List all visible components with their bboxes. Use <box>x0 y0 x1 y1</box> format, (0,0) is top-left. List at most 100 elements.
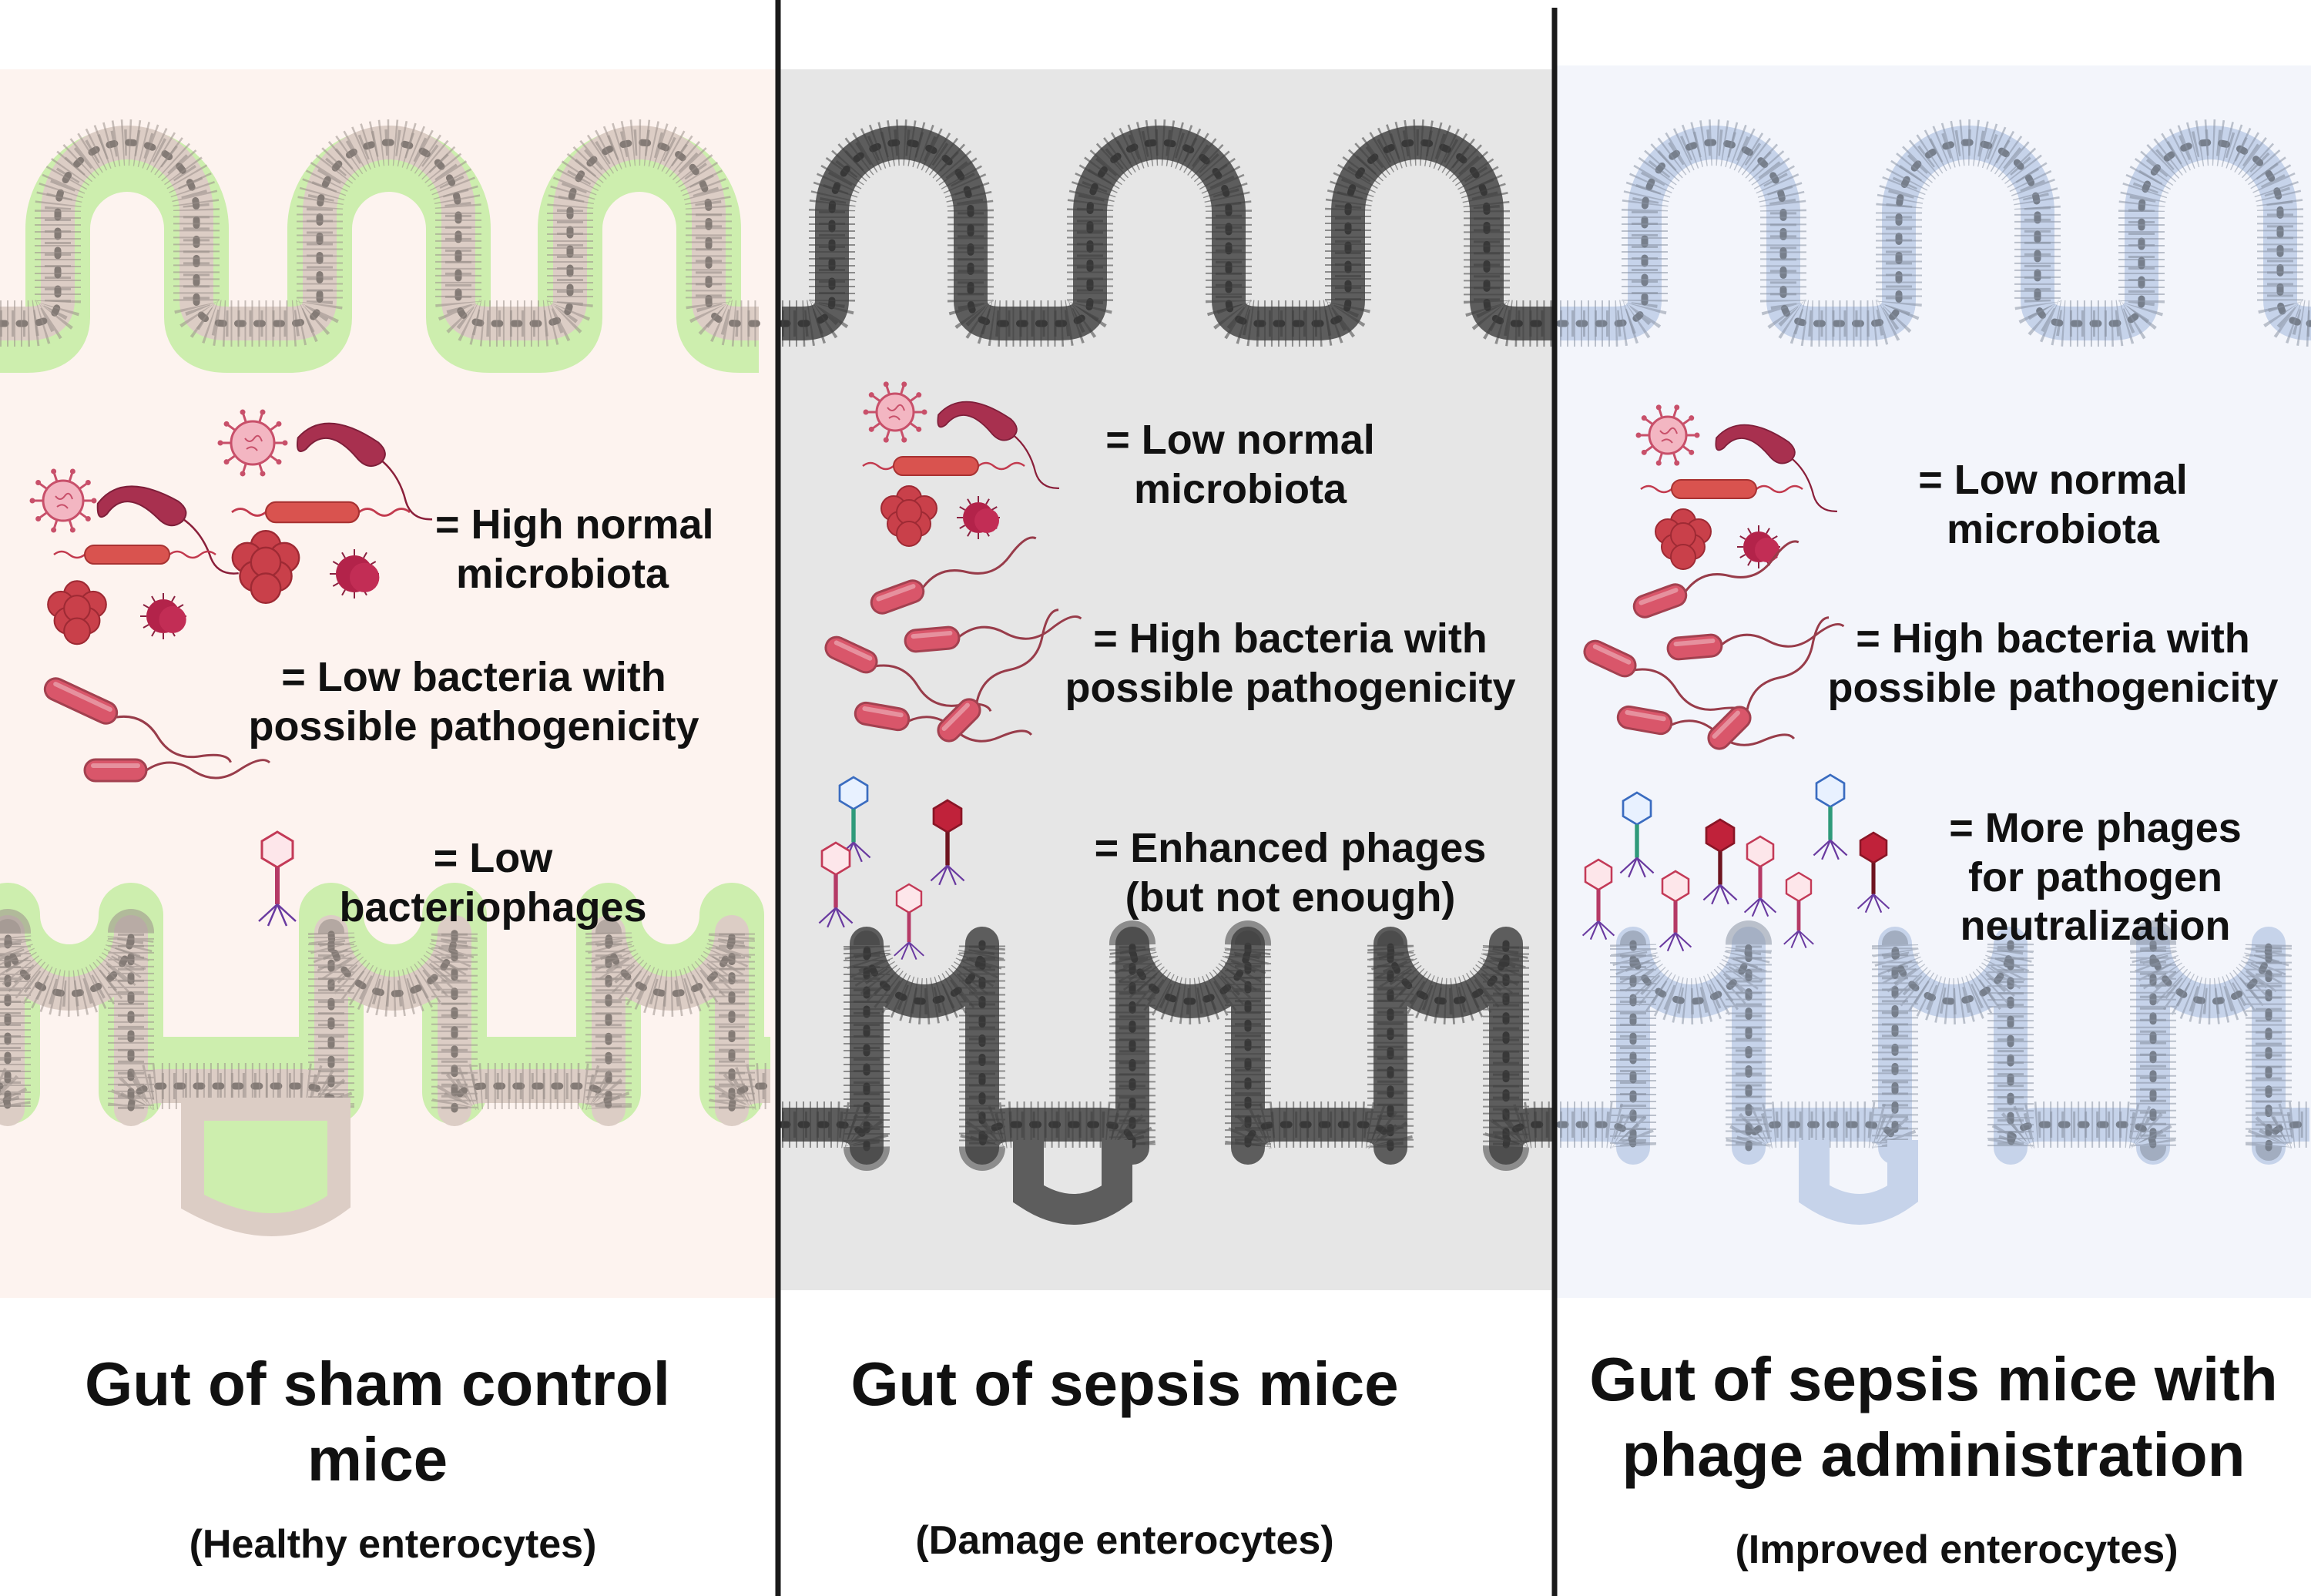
flagellum <box>1720 622 1845 648</box>
microvilli-brush-border <box>782 920 1560 1171</box>
capsid <box>1648 415 1688 455</box>
spike <box>269 454 279 462</box>
title-line: Gut of sepsis mice with <box>1589 1345 2278 1413</box>
spike <box>899 429 905 439</box>
spike-tip <box>217 440 223 446</box>
pilus <box>363 552 367 558</box>
spike <box>79 482 88 490</box>
coccus <box>250 572 282 605</box>
genome <box>1659 427 1678 444</box>
spike-tip <box>901 381 907 387</box>
cell-body <box>1755 538 1779 562</box>
legend-enhanced-phages: = Enhanced phages (but not enough) <box>1071 824 1510 922</box>
spike <box>269 424 279 431</box>
cell-body <box>96 485 187 527</box>
cell-body <box>1715 424 1796 464</box>
cell-body <box>297 422 386 468</box>
flagellum <box>116 715 232 763</box>
panel-backgrounds <box>0 65 2311 1298</box>
highlight <box>1625 709 1666 722</box>
spike <box>1644 444 1654 453</box>
spike-tip <box>921 409 927 415</box>
bacteriophage-icon <box>1659 870 1692 952</box>
staph-cluster-icon <box>880 485 937 547</box>
panel-title-phage-administration: Gut of sepsis mice with phage administra… <box>1564 1342 2303 1492</box>
pilus <box>1739 554 1746 558</box>
cell-body <box>350 562 380 592</box>
genome <box>887 404 905 421</box>
capsid-head <box>895 883 923 914</box>
capsid-head <box>838 776 869 810</box>
flagellum <box>1011 433 1059 489</box>
capsid-head <box>932 799 963 833</box>
pilus <box>151 630 156 637</box>
bacteriophage-icon <box>818 841 854 928</box>
vibrio-icon <box>96 485 239 575</box>
spike <box>52 472 59 482</box>
legend-line: neutralization <box>1960 903 2231 950</box>
spike <box>52 519 59 529</box>
microvilli-brush-border <box>0 119 763 347</box>
spike-tip <box>1655 404 1662 411</box>
pilus <box>959 506 966 511</box>
spike-tip <box>1641 449 1647 455</box>
spike <box>1644 417 1654 426</box>
legend-line: microbiota <box>1133 465 1347 512</box>
rod-bacteria-icon <box>83 758 271 783</box>
highlight <box>1712 710 1740 739</box>
spike <box>242 413 247 423</box>
legend-line: possible pathogenicity <box>1065 664 1516 711</box>
cell-body <box>43 677 119 725</box>
tail-sheath <box>1596 890 1601 921</box>
staph-cluster-icon <box>231 529 300 605</box>
spike-tip <box>260 409 266 415</box>
panel-subtitle-damage: (Damage enterocytes) <box>915 1518 1334 1563</box>
flagellum <box>1684 540 1799 592</box>
flagellum <box>975 609 1059 703</box>
cell-body <box>1707 706 1752 750</box>
pilus <box>1771 535 1778 540</box>
highlight <box>941 702 970 731</box>
spike-tip <box>916 392 922 398</box>
pilus <box>959 525 966 529</box>
panel-dividers <box>775 0 1558 1596</box>
villi-bottom-phage <box>1556 920 2311 1171</box>
spike-tip <box>240 471 246 477</box>
tail-fibers <box>894 941 924 960</box>
legend-line: = Low normal <box>1918 457 2188 503</box>
crypt-sham <box>181 1098 351 1236</box>
spike-tip <box>1689 415 1695 421</box>
spike <box>39 482 48 490</box>
tail-sheath <box>1718 851 1722 885</box>
legend-line: = High normal <box>435 501 714 548</box>
cell-body <box>904 625 961 653</box>
legend-high-pathogenic-bacteria: = High bacteria with possible pathogenic… <box>1048 615 1533 712</box>
spike-tip <box>85 516 91 522</box>
cell-body <box>1632 583 1688 619</box>
tail-sheath <box>1796 900 1801 931</box>
tail-fibers <box>1813 839 1848 860</box>
pilus <box>171 595 176 602</box>
cell-body <box>937 401 1018 441</box>
diplococcus-icon <box>957 496 1000 539</box>
bacteriophage-icon <box>1857 831 1890 914</box>
tail-sheath <box>1673 901 1678 933</box>
flagellum <box>907 716 1033 743</box>
flagellum <box>921 536 1037 588</box>
spike-tip <box>260 471 266 477</box>
vibrio-icon <box>297 422 433 521</box>
flagellum <box>1670 719 1796 746</box>
legend-line: bacteriophages <box>339 884 647 930</box>
spike-tip <box>883 437 889 443</box>
pilus <box>967 498 971 505</box>
spike <box>1658 452 1664 462</box>
spike <box>1658 408 1664 418</box>
pilus <box>177 604 184 609</box>
capsid-head <box>1705 818 1736 853</box>
spike <box>885 429 891 439</box>
tail-sheath <box>945 832 950 866</box>
cell-body <box>937 698 981 743</box>
spike <box>871 394 881 403</box>
pilus <box>151 595 156 602</box>
